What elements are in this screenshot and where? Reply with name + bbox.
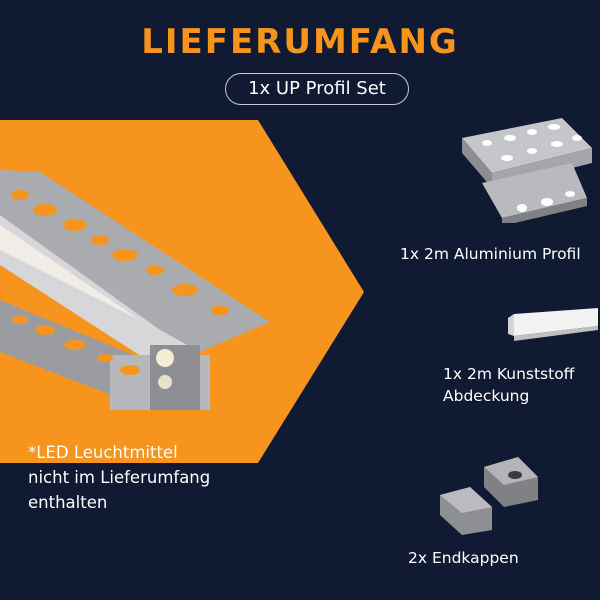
set-badge: 1x UP Profil Set (225, 73, 409, 105)
led-note: *LED Leuchtmittel nicht im Lieferumfang … (28, 440, 308, 515)
item-label: 2x Endkappen (408, 549, 519, 567)
end-caps-icon (440, 457, 538, 535)
item-plastic-cover: 1x 2m Kunststoff Abdeckung (443, 363, 574, 407)
page-title: LIEFERUMFANG (141, 22, 459, 62)
plastic-cover-icon (508, 308, 598, 341)
aluminium-profile-icon (462, 118, 592, 223)
led-note-line: *LED Leuchtmittel (28, 443, 178, 462)
profile-hero-illustration (0, 170, 270, 410)
led-note-line: enthalten (28, 493, 108, 512)
item-end-caps: 2x Endkappen (408, 547, 519, 569)
led-note-line: nicht im Lieferumfang (28, 468, 211, 487)
item-label: Abdeckung (443, 387, 530, 405)
set-badge-label: 1x UP Profil Set (248, 78, 386, 99)
item-label: 1x 2m Kunststoff (443, 365, 575, 383)
item-label: 1x 2m Aluminium Profil (400, 245, 581, 263)
item-aluminium-profile: 1x 2m Aluminium Profil (400, 243, 581, 265)
